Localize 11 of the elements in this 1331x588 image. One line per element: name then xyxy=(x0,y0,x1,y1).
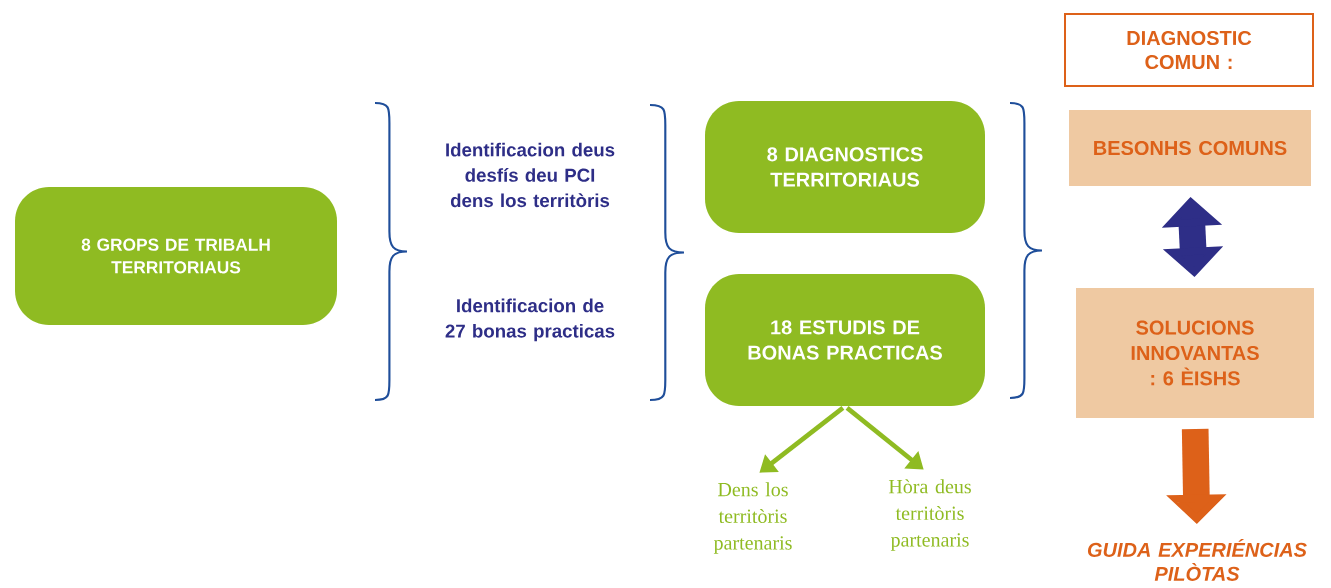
rounded-box: 18 ESTUDIS DE BONAS PRACTICAS xyxy=(705,274,985,406)
process-box: SOLUCIONS INNOVANTAS : 6 ÈISHS xyxy=(1076,288,1314,418)
rounded-box: 8 DIAGNOSTICS TERRITORIAUS xyxy=(705,101,985,233)
branch-text: Dens los territòris partenaris xyxy=(713,482,792,554)
result-text: GUIDA EXPERIÉNCIAS PILÒTAS xyxy=(1087,539,1307,581)
heading-box: DIAGNOSTIC COMUN : xyxy=(1064,13,1314,87)
note-text: Identificacion de 27 bonas practicas xyxy=(445,298,615,342)
branch-text: Hòra deus territòris partenaris xyxy=(888,479,971,551)
note-text: Identificacion deus desfís deu PCI dens los territòris xyxy=(446,142,615,208)
process-box: BESONHS COMUNS xyxy=(1069,110,1311,186)
rounded-box: 8 GROPS DE TRIBALH TERRITORIAUS xyxy=(15,187,337,325)
